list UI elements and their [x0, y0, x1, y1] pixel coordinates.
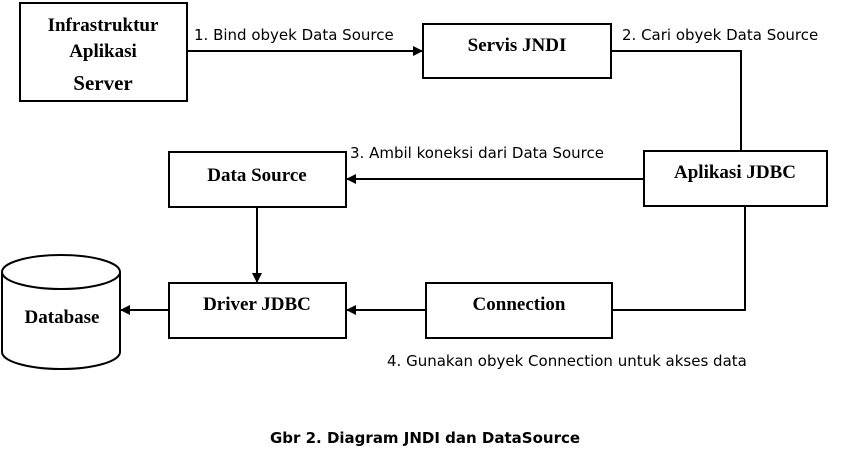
node-driver-jdbc-label: Driver JDBC — [203, 294, 311, 315]
node-database: Database — [1, 254, 121, 370]
node-aplikasi-jdbc-label: Aplikasi JDBC — [674, 162, 796, 183]
node-infrastruktur-line-3: Server — [73, 71, 132, 95]
figure-caption: Gbr 2. Diagram JNDI dan DataSource — [270, 429, 580, 447]
node-database-label: Database — [25, 307, 100, 328]
edge-step1-label: 1. Bind obyek Data Source — [194, 26, 394, 44]
node-servis-jndi-label: Servis JNDI — [468, 35, 567, 56]
edge-get-connection: 3. Ambil koneksi dari Data Source — [346, 144, 644, 184]
node-servis-jndi: Servis JNDI — [422, 23, 612, 79]
node-connection: Connection — [425, 282, 613, 339]
edge-step3-label: 3. Ambil koneksi dari Data Source — [350, 144, 604, 162]
edge-use-connection: 4. Gunakan obyek Connection untuk akses … — [387, 205, 747, 370]
edge-step2-label: 2. Cari obyek Data Source — [622, 26, 818, 44]
node-driver-jdbc: Driver JDBC — [168, 282, 347, 339]
node-infrastruktur: Infrastruktur Aplikasi Server — [19, 2, 188, 102]
edge-bind-datasource: 1. Bind obyek Data Source — [187, 26, 423, 56]
node-data-source: Data Source — [168, 151, 347, 208]
node-aplikasi-jdbc: Aplikasi JDBC — [643, 150, 828, 207]
node-data-source-label: Data Source — [207, 165, 306, 186]
edge-step4-label: 4. Gunakan obyek Connection untuk akses … — [387, 352, 747, 370]
node-connection-label: Connection — [473, 294, 566, 315]
node-infrastruktur-line-1: Infrastruktur — [48, 15, 159, 36]
edge-lookup-datasource: 2. Cari obyek Data Source — [611, 26, 818, 151]
node-infrastruktur-line-2: Aplikasi — [69, 41, 137, 62]
